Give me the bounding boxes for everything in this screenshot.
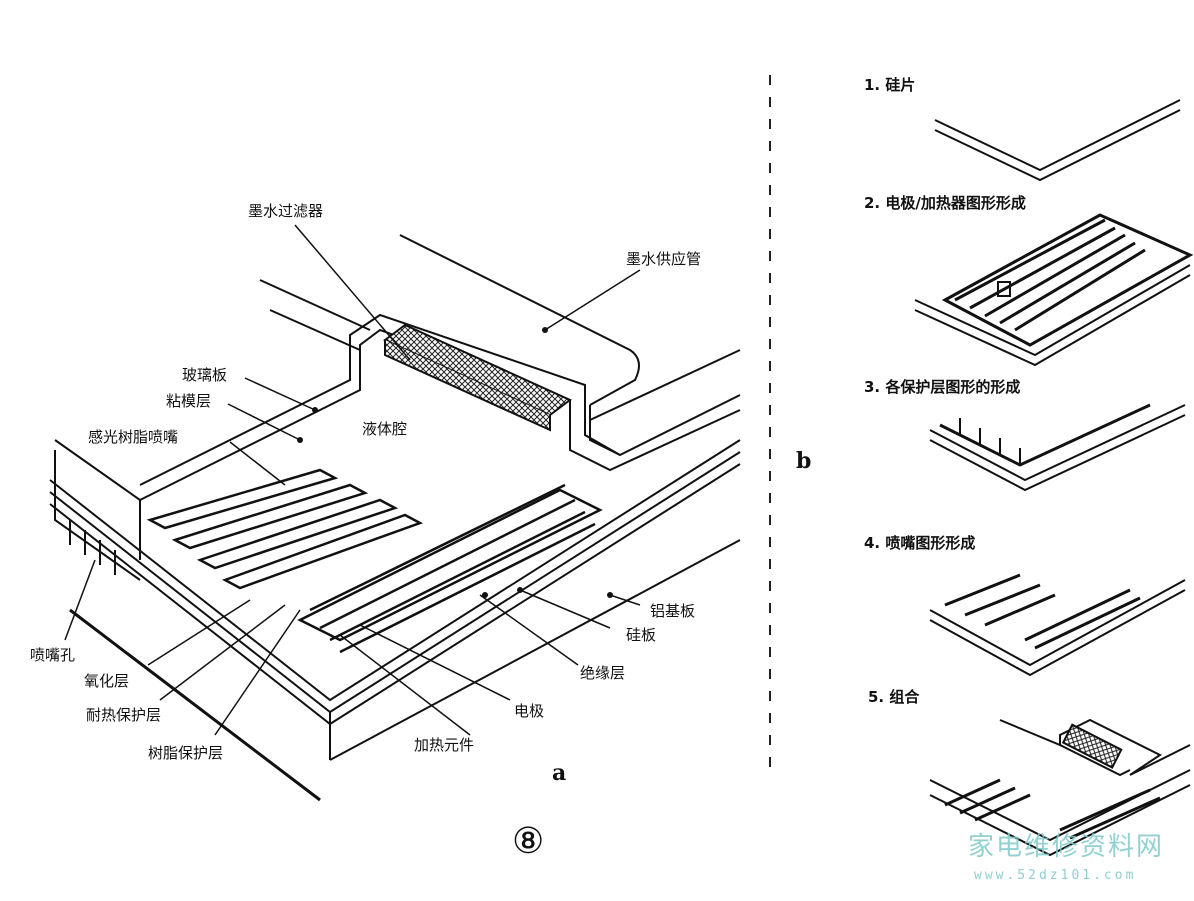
step-3-drawing xyxy=(929,403,1186,492)
label-aluminum-substrate: 铝基板 xyxy=(650,602,696,620)
label-electrode: 电极 xyxy=(514,702,545,720)
panel-a-letter: a xyxy=(552,760,567,786)
label-ink-filter: 墨水过滤器 xyxy=(248,202,324,220)
label-insulating-layer: 绝缘层 xyxy=(580,664,626,682)
label-heating-element: 加热元件 xyxy=(414,736,475,754)
label-silicon-plate: 硅板 xyxy=(626,626,657,644)
figure-number: ⑧ xyxy=(512,821,545,862)
step-4-label: 4. 喷嘴图形形成 xyxy=(864,534,976,552)
print-head-assembly xyxy=(49,234,741,802)
label-heat-resistant-layer: 耐热保护层 xyxy=(86,706,162,724)
label-ink-supply-tube: 墨水供应管 xyxy=(626,250,702,268)
label-adhesive-layer: 粘模层 xyxy=(166,392,212,410)
step-5-drawing xyxy=(929,718,1191,857)
step-1-drawing xyxy=(934,99,1181,182)
label-photoresin-nozzle: 感光树脂喷嘴 xyxy=(88,428,179,446)
label-resin-protective-layer: 树脂保护层 xyxy=(148,744,224,762)
step-5-label: 5. 组合 xyxy=(868,688,920,706)
watermark-text: 家电维修资料网 xyxy=(968,832,1165,862)
leader-lines xyxy=(64,224,641,736)
panel-b-letter: b xyxy=(796,448,812,474)
label-liquid-chamber: 液体腔 xyxy=(362,420,408,438)
step-4-drawing xyxy=(929,573,1186,677)
step-2-drawing xyxy=(914,213,1194,367)
watermark-url: www.52dz101.com xyxy=(974,868,1137,883)
label-nozzle-hole: 喷嘴孔 xyxy=(30,646,76,664)
label-glass-plate: 玻璃板 xyxy=(182,366,228,384)
step-3-label: 3. 各保护层图形的形成 xyxy=(864,378,1021,396)
label-oxide-layer: 氧化层 xyxy=(84,672,130,690)
leader-dots xyxy=(297,327,613,598)
step-1-label: 1. 硅片 xyxy=(864,76,916,94)
step-2-label: 2. 电极/加热器图形形成 xyxy=(864,194,1026,212)
